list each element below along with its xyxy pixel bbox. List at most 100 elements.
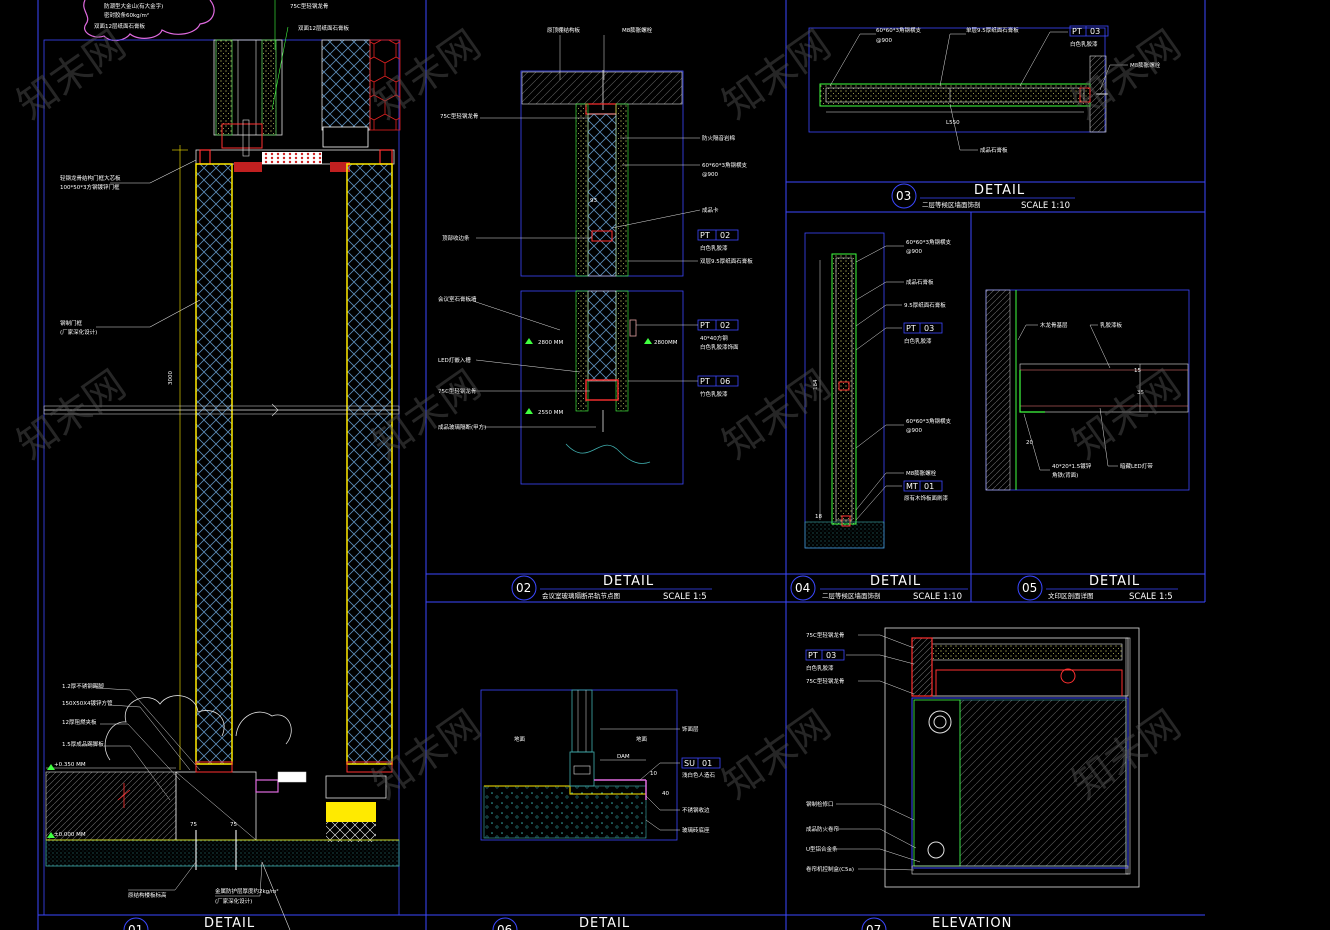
tag-pt02a: PT 02	[697, 229, 739, 241]
detail-01: 防潮型大金山(有大金字) 密封胶条60kg/m² 双面12层纸面石膏板 75C型…	[43, 0, 401, 930]
svg-text:M8膨胀螺栓: M8膨胀螺栓	[1130, 61, 1161, 69]
svg-text:2800MM: 2800MM	[654, 340, 678, 346]
svg-text:93: 93	[590, 198, 597, 204]
svg-text:60*60*3角钢横支: 60*60*3角钢横支	[876, 26, 921, 34]
detail-06: DAM 10 40 地面 地面 饰面层 SU 01 浅白色人造石 不锈钢收边 玻…	[480, 689, 721, 930]
svg-text:知末网: 知末网	[9, 362, 134, 469]
svg-text:二层等候区墙面饰剖: 二层等候区墙面饰剖	[922, 200, 981, 209]
svg-text:L550: L550	[946, 120, 960, 126]
svg-text:75C型轻钢龙骨: 75C型轻钢龙骨	[806, 677, 845, 685]
svg-text:75: 75	[190, 822, 197, 828]
svg-text:75C型轻钢龙骨: 75C型轻钢龙骨	[440, 112, 479, 120]
svg-text:@900: @900	[876, 38, 892, 44]
svg-text:03: 03	[826, 651, 836, 660]
svg-text:75C型轻钢龙骨: 75C型轻钢龙骨	[290, 2, 329, 10]
svg-text:02: 02	[516, 581, 531, 595]
svg-text:PT: PT	[906, 324, 916, 333]
svg-text:03: 03	[896, 189, 911, 203]
svg-text:知末网: 知末网	[714, 22, 839, 129]
svg-text:白色乳胶漆: 白色乳胶漆	[700, 244, 728, 252]
svg-text:白色乳胶漆饰面: 白色乳胶漆饰面	[700, 343, 739, 351]
svg-text:DETAIL: DETAIL	[579, 916, 630, 930]
svg-text:06: 06	[720, 377, 730, 386]
svg-text:40: 40	[662, 791, 669, 797]
svg-text:LED灯嵌入槽: LED灯嵌入槽	[438, 356, 471, 364]
svg-text:轻钢龙骨结构门框大芯板: 轻钢龙骨结构门框大芯板	[60, 174, 121, 182]
svg-text:玻璃砖底座: 玻璃砖底座	[682, 826, 710, 834]
svg-text:知末网: 知末网	[714, 362, 839, 469]
svg-text:20: 20	[1026, 440, 1033, 446]
svg-text:03: 03	[1090, 27, 1100, 36]
svg-text:浅白色人造石: 浅白色人造石	[682, 771, 716, 779]
svg-text:防火隔音岩棉: 防火隔音岩棉	[702, 134, 736, 142]
svg-text:知末网: 知末网	[714, 702, 839, 809]
svg-text:01: 01	[924, 482, 934, 491]
svg-text:01: 01	[702, 759, 712, 768]
svg-text:2550 MM: 2550 MM	[538, 410, 563, 416]
svg-text:@900: @900	[906, 249, 922, 255]
svg-text:PT: PT	[700, 231, 710, 240]
svg-text:白色乳胶漆: 白色乳胶漆	[904, 337, 932, 345]
svg-text:DETAIL: DETAIL	[1089, 574, 1140, 589]
svg-text:PT: PT	[700, 321, 710, 330]
svg-text:白色乳胶漆: 白色乳胶漆	[1070, 40, 1098, 48]
svg-text:SCALE 1:10: SCALE 1:10	[913, 592, 962, 602]
svg-text:02: 02	[720, 321, 730, 330]
svg-text:双面12层纸面石膏板: 双面12层纸面石膏板	[94, 22, 145, 30]
detail-02: 93 原顶棚结构板 M8膨胀螺栓 75C型轻钢龙骨 防火隔音岩棉 60*60*3…	[438, 26, 753, 602]
svg-text:白色乳胶漆: 白色乳胶漆	[806, 664, 834, 672]
svg-text:SCALE 1:5: SCALE 1:5	[663, 592, 707, 602]
svg-text:暗藏LED灯带: 暗藏LED灯带	[1120, 462, 1153, 470]
svg-text:文印区剖面详图: 文印区剖面详图	[1048, 591, 1094, 600]
svg-text:06: 06	[497, 923, 512, 930]
svg-text:M8膨胀螺栓: M8膨胀螺栓	[622, 26, 653, 34]
svg-text:地面: 地面	[514, 735, 526, 743]
svg-text:3000: 3000	[168, 371, 174, 385]
tag-mt01: MT 01	[903, 480, 943, 492]
detail-04: 184 18 60*60*3角钢横支 @900 成品石膏板 9.5厚纸面石膏板 …	[790, 232, 968, 602]
tag-pt03b: PT 03	[903, 322, 943, 334]
svg-text:成品玻璃隔断(甲方): 成品玻璃隔断(甲方)	[438, 423, 486, 431]
tag-su01: SU 01	[681, 757, 721, 769]
svg-text:(厂家深化设计): (厂家深化设计)	[60, 328, 97, 336]
svg-text:成品石膏板: 成品石膏板	[906, 278, 934, 286]
svg-text:角铁(背面): 角铁(背面)	[1052, 471, 1078, 479]
svg-text:@900: @900	[906, 428, 922, 434]
svg-text:成品石膏板: 成品石膏板	[980, 146, 1008, 154]
svg-text:SCALE 1:5: SCALE 1:5	[1129, 592, 1173, 602]
svg-text:乳胶漆板: 乳胶漆板	[1100, 321, 1123, 329]
svg-text:03: 03	[924, 324, 934, 333]
svg-text:U型铝合金条: U型铝合金条	[806, 845, 838, 853]
svg-text:PT: PT	[808, 651, 818, 660]
svg-text:DETAIL: DETAIL	[204, 916, 255, 930]
svg-text:知末网: 知末网	[9, 22, 134, 129]
svg-text:9.5厚纸面石膏板: 9.5厚纸面石膏板	[904, 301, 946, 309]
svg-text:成品卡: 成品卡	[702, 206, 719, 214]
svg-text:184: 184	[813, 379, 819, 390]
tag-pt03a: PT 03	[1069, 25, 1109, 37]
svg-text:木龙骨基层: 木龙骨基层	[1040, 321, 1068, 329]
svg-text:35: 35	[1137, 390, 1144, 396]
svg-text:原有木饰板面刷漆: 原有木饰板面刷漆	[904, 494, 949, 502]
tag-pt06: PT 06	[697, 375, 739, 387]
svg-text:04: 04	[795, 581, 810, 595]
svg-text:05: 05	[1022, 581, 1037, 595]
svg-text:60*60*3角钢横支: 60*60*3角钢横支	[906, 417, 951, 425]
svg-text:@900: @900	[702, 172, 718, 178]
svg-text:M8膨胀螺栓: M8膨胀螺栓	[906, 469, 937, 477]
svg-text:DETAIL: DETAIL	[974, 183, 1025, 198]
detail-03: 60*60*3角钢横支 @900 单层9.5厚纸面石膏板 PT 03 白色乳胶漆…	[808, 25, 1161, 211]
svg-text:100*50*3方钢镀锌门框: 100*50*3方钢镀锌门框	[60, 183, 120, 191]
svg-text:07: 07	[866, 923, 881, 930]
svg-text:40*20*1.5镀锌: 40*20*1.5镀锌	[1052, 462, 1092, 470]
svg-text:18: 18	[815, 514, 822, 520]
svg-text:75: 75	[230, 822, 237, 828]
elevation-07: 75C型轻钢龙骨 PT 03 白色乳胶漆 75C型轻钢龙骨 钢制检修口 成品防火…	[805, 627, 1140, 930]
tag-pt02b: PT 02	[697, 319, 739, 331]
svg-text:饰面层: 饰面层	[682, 725, 699, 733]
svg-text:40*40方钢: 40*40方钢	[700, 334, 728, 342]
svg-text:知末网: 知末网	[1064, 362, 1189, 469]
svg-text:SCALE 1:10: SCALE 1:10	[1021, 201, 1070, 211]
svg-text:DETAIL: DETAIL	[870, 574, 921, 589]
